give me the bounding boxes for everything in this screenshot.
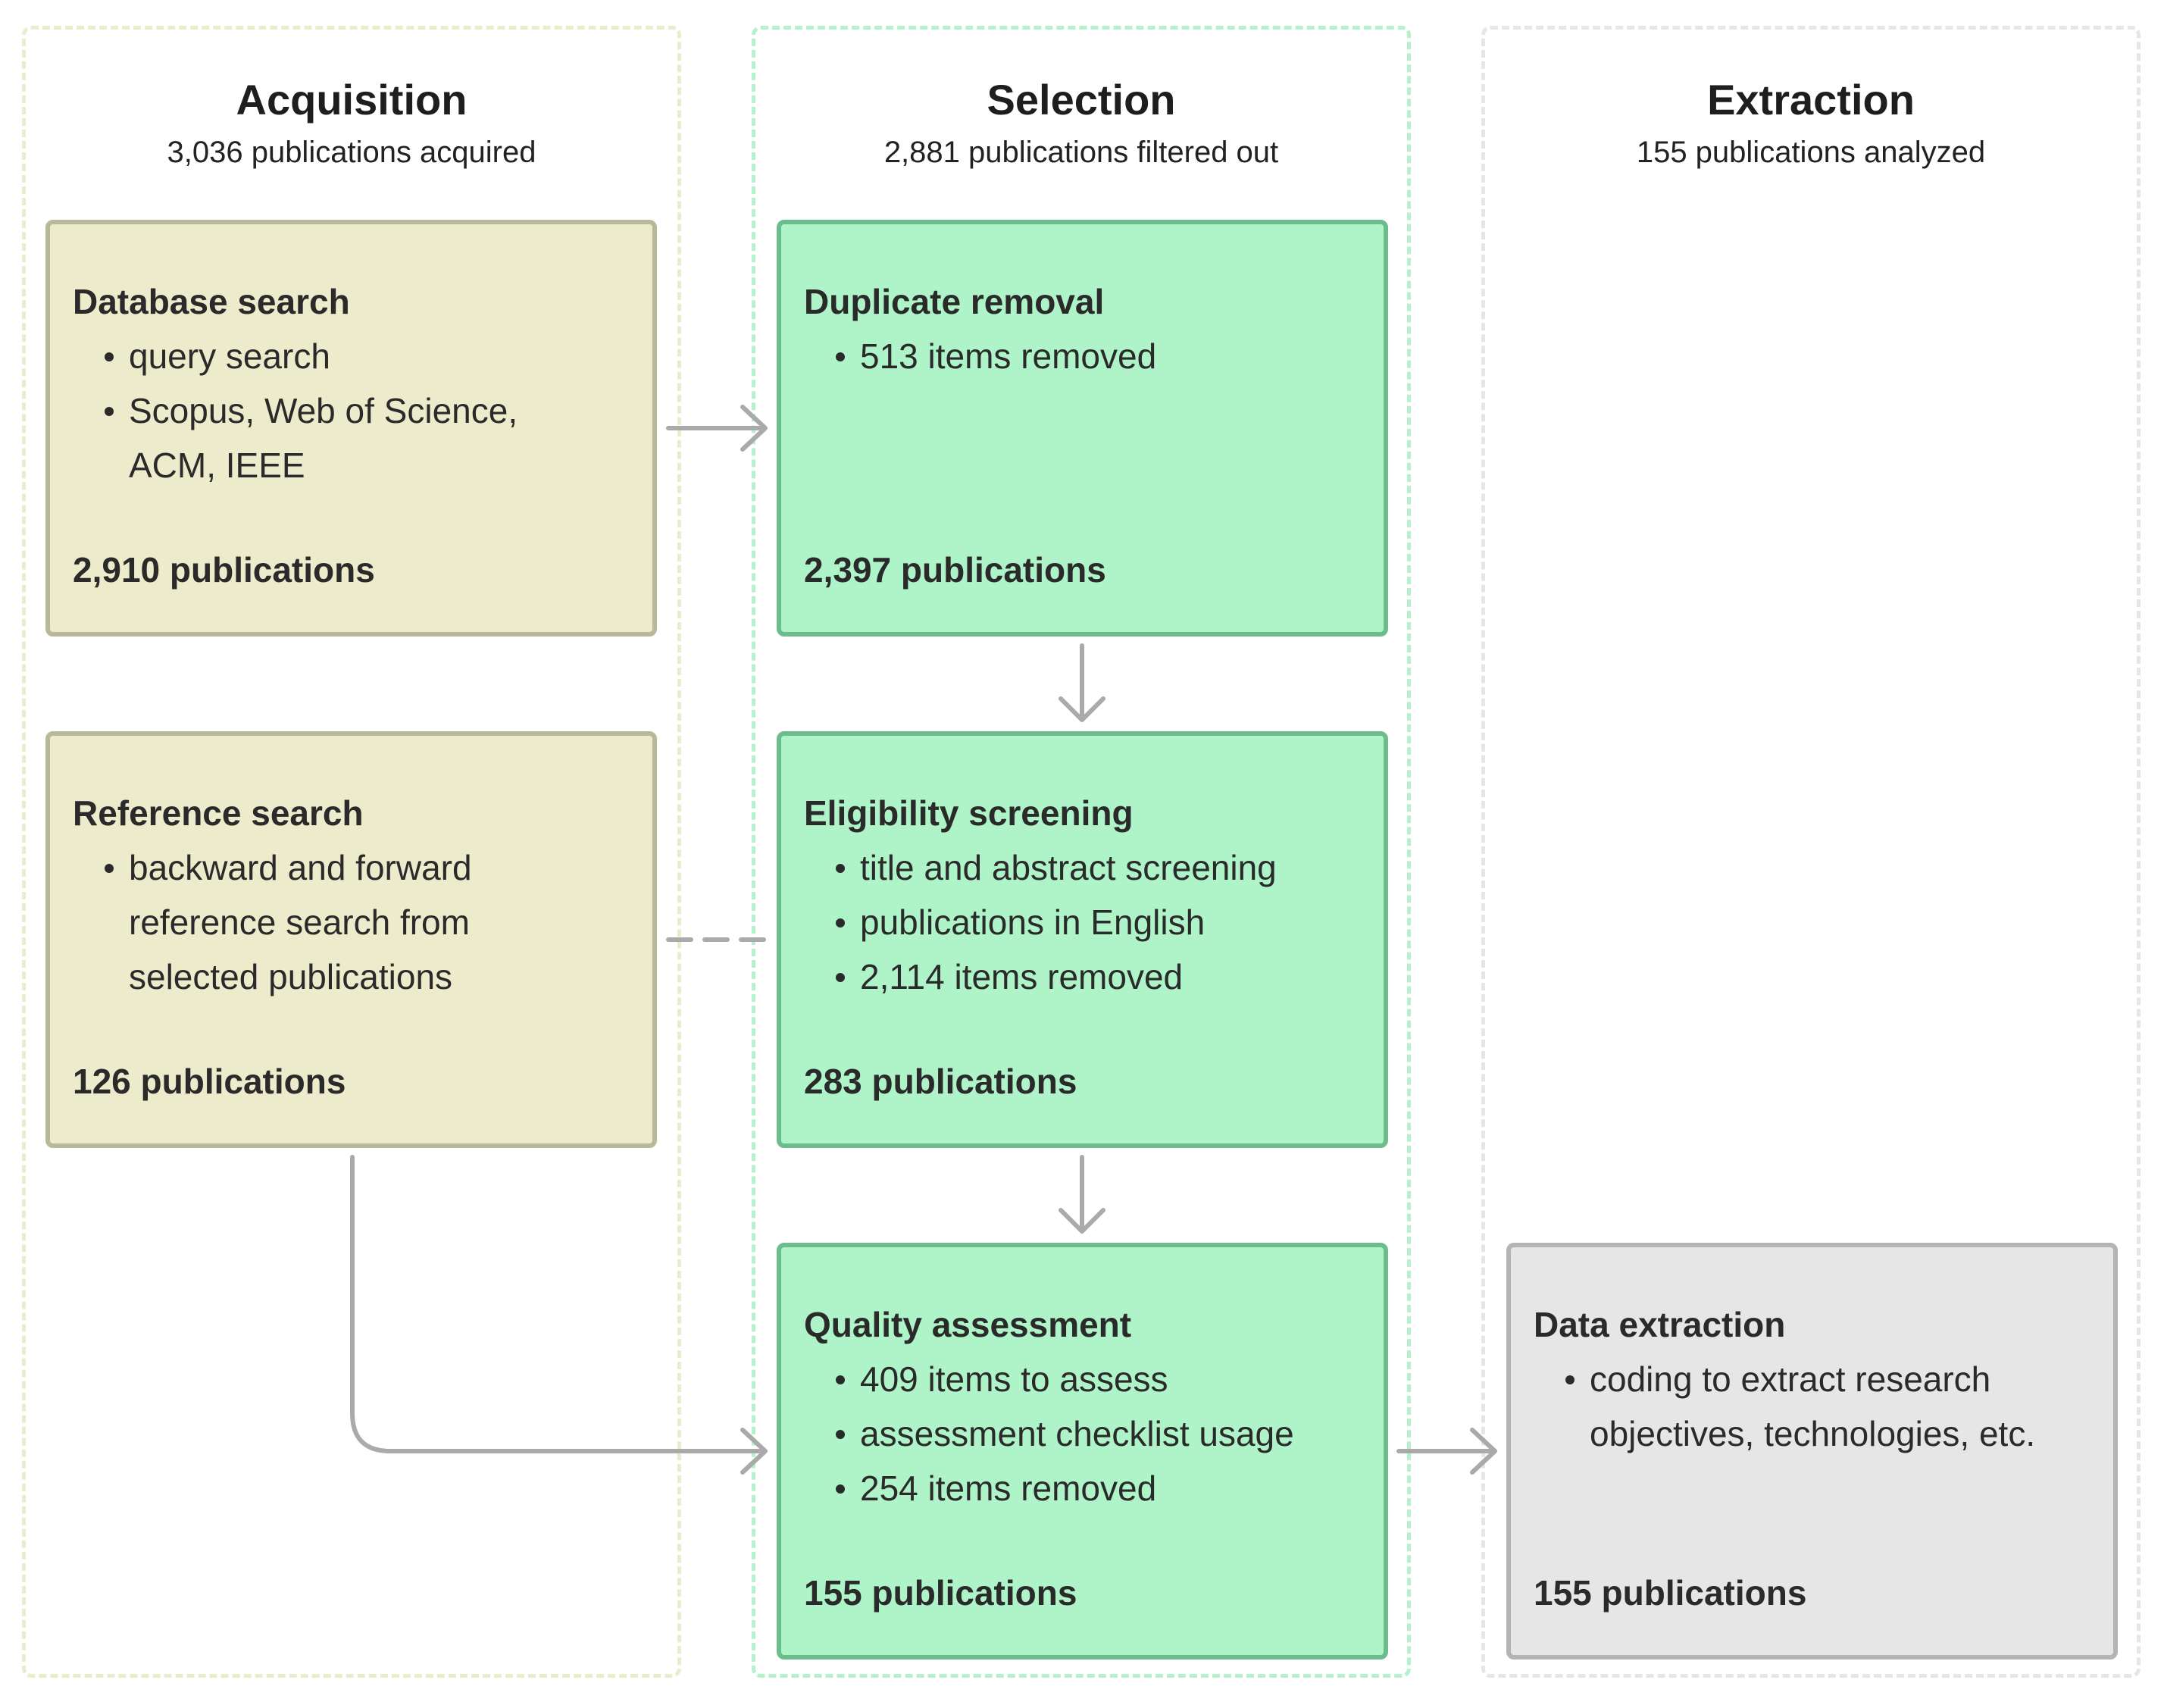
- list-item: reference search from: [129, 902, 470, 942]
- eligibility-screening-count: 283 publications: [804, 1062, 1077, 1101]
- extraction-subtitle: 155 publications analyzed: [1636, 136, 1986, 169]
- list-item: Scopus, Web of Science,: [105, 383, 630, 438]
- arrow-duplicate-to-eligibility: [1059, 643, 1105, 722]
- arrow-database-to-duplicate: [666, 405, 768, 452]
- quality-assessment-count: 155 publications: [804, 1573, 1077, 1613]
- eligibility-screening-title: Eligibility screening: [804, 793, 1134, 833]
- selection-subtitle: 2,881 publications filtered out: [883, 136, 1279, 169]
- reference-search-box: Reference search backward and forward re…: [45, 731, 657, 1148]
- list-item: backward and forward: [105, 840, 630, 895]
- list-item: 2,114 items removed: [836, 949, 1361, 1004]
- arrow-eligibility-to-quality: [1059, 1155, 1105, 1234]
- acquisition-subtitle: 3,036 publications acquired: [167, 136, 536, 169]
- list-item: assessment checklist usage: [836, 1406, 1361, 1461]
- selection-column: Selection 2,881 publications filtered ou…: [752, 26, 1411, 1678]
- database-search-title: Database search: [73, 282, 350, 321]
- list-item: ACM, IEEE: [129, 446, 305, 485]
- data-extraction-title: Data extraction: [1534, 1305, 1786, 1344]
- list-item: 254 items removed: [836, 1461, 1361, 1516]
- quality-assessment-title: Quality assessment: [804, 1305, 1132, 1344]
- eligibility-screening-box: Eligibility screening title and abstract…: [777, 731, 1388, 1148]
- duplicate-removal-list: 513 items removed: [804, 329, 1361, 383]
- reference-search-title: Reference search: [73, 793, 364, 833]
- list-item: coding to extract research: [1565, 1352, 2091, 1406]
- list-item: query search: [105, 329, 630, 383]
- database-search-list: query search Scopus, Web of Science, ACM…: [73, 329, 630, 493]
- extraction-column: Extraction 155 publications analyzed: [1481, 26, 2141, 1678]
- quality-assessment-box: Quality assessment 409 items to assess a…: [777, 1243, 1388, 1660]
- reference-search-count: 126 publications: [73, 1062, 346, 1101]
- list-item: 513 items removed: [836, 329, 1361, 383]
- data-extraction-list: coding to extract research objectives, t…: [1534, 1352, 2091, 1461]
- quality-assessment-list: 409 items to assess assessment checklist…: [804, 1352, 1361, 1516]
- data-extraction-count: 155 publications: [1534, 1573, 1807, 1613]
- list-item: selected publications: [129, 957, 453, 996]
- acquisition-title: Acquisition: [236, 76, 468, 124]
- list-item: 409 items to assess: [836, 1352, 1361, 1406]
- reference-search-list: backward and forward reference search fr…: [73, 840, 630, 1004]
- duplicate-removal-count: 2,397 publications: [804, 550, 1106, 590]
- eligibility-screening-list: title and abstract screening publication…: [804, 840, 1361, 1004]
- database-search-count: 2,910 publications: [73, 550, 375, 590]
- duplicate-removal-box: Duplicate removal 513 items removed 2,39…: [777, 220, 1388, 637]
- list-item: objectives, technologies, etc.: [1590, 1414, 2036, 1453]
- extraction-title: Extraction: [1707, 76, 1915, 124]
- acquisition-column: Acquisition 3,036 publications acquired: [22, 26, 681, 1678]
- arrow-quality-to-extraction: [1396, 1428, 1497, 1475]
- list-item: title and abstract screening: [836, 840, 1361, 895]
- database-search-box: Database search query search Scopus, Web…: [45, 220, 657, 637]
- selection-title: Selection: [987, 76, 1176, 124]
- arrow-reference-to-quality: [350, 1155, 768, 1475]
- duplicate-removal-title: Duplicate removal: [804, 282, 1105, 321]
- data-extraction-box: Data extraction coding to extract resear…: [1506, 1243, 2118, 1660]
- list-item: publications in English: [836, 895, 1361, 949]
